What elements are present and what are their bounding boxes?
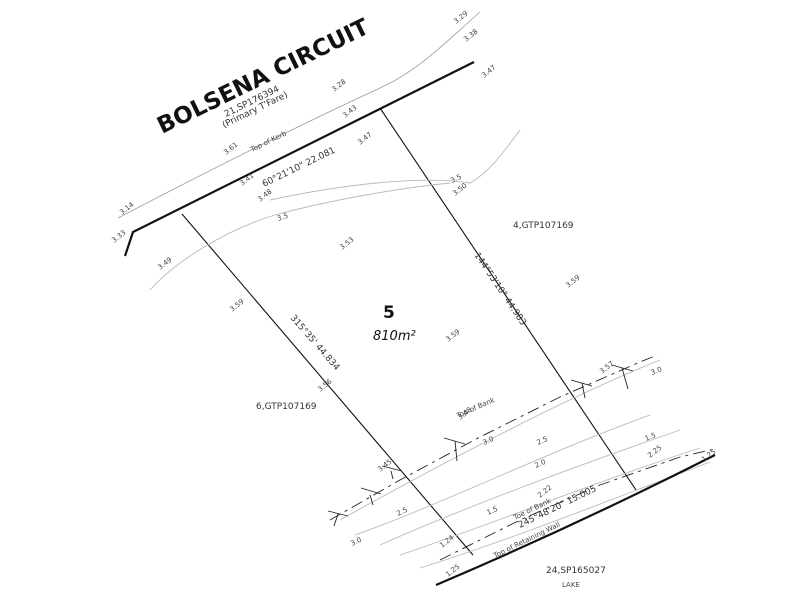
spot-level: 3.53 — [338, 236, 355, 252]
contour-label: 3.0 — [650, 365, 663, 377]
lot-area: 810m² — [373, 329, 416, 344]
adjoining-lot-south: 24,SP165027 — [546, 566, 606, 576]
bearing-east: 144°53'10" 44.983 — [472, 251, 528, 328]
spot-level: 1.25 — [700, 448, 717, 464]
retaining-wall-line — [435, 454, 716, 587]
spot-level: 3.47 — [480, 64, 497, 80]
bearing-west: 315°35' 44.834 — [288, 313, 342, 373]
contour-3-5-lower — [149, 182, 451, 291]
spot-level: 3.56 — [316, 377, 334, 393]
contour-label: 3.5 — [276, 212, 289, 223]
spot-level: 3.47 — [356, 131, 373, 147]
spot-level: 3.49 — [156, 256, 173, 272]
lake-label: LAKE — [562, 581, 580, 589]
lot-east-boundary — [379, 107, 637, 491]
contour-3-0-a — [339, 359, 661, 521]
contour-label: 2.5 — [536, 435, 549, 447]
street-name: BOLSENA CIRCUIT — [153, 14, 373, 139]
lot-number: 5 — [383, 303, 395, 323]
spot-level: 3.57 — [598, 360, 615, 376]
spot-level: 3.41 — [238, 172, 255, 188]
contour-label: 3.0 — [482, 435, 495, 447]
spot-level: 3.43 — [341, 104, 358, 120]
toe-of-bank-line — [439, 448, 716, 561]
contour-2-5 — [379, 429, 681, 546]
contour-label: 3.0 — [349, 536, 363, 548]
contour-2-0 — [399, 447, 701, 556]
spot-level: 3.38 — [462, 28, 479, 44]
top-of-bank-line — [329, 355, 656, 521]
spot-level: 3.61 — [222, 141, 239, 157]
spot-level: 3.59 — [228, 298, 245, 314]
spot-level: 3.28 — [330, 78, 347, 94]
spot-level: 3.14 — [118, 200, 136, 216]
spot-level: 2.22 — [536, 484, 553, 500]
spot-level: 2.25 — [646, 444, 663, 460]
bank-tick-marks — [327, 364, 634, 527]
contour-3-5-upper — [269, 129, 521, 201]
road-edge-line — [117, 11, 481, 219]
spot-level: 3.59 — [444, 328, 461, 344]
front-boundary-line — [123, 61, 475, 257]
spot-level: 3.33 — [110, 229, 127, 245]
bearing-front: 60°21'10" 22.081 — [261, 146, 337, 190]
contour-1-5 — [419, 461, 711, 569]
adjoining-lot-east: 4,GTP107169 — [513, 221, 574, 231]
spot-level: 1.24 — [438, 533, 456, 549]
adjoining-lot-west: 6,GTP107169 — [256, 402, 317, 412]
lot-west-boundary — [181, 213, 474, 556]
spot-level: 3.48 — [256, 188, 273, 204]
contour-label: 1.5 — [644, 431, 657, 443]
top-of-kerb-label: Top of Kerb — [248, 129, 288, 154]
contour-label: 2.0 — [534, 458, 547, 470]
contour-label: 2.5 — [395, 506, 409, 518]
contour-label: 1.5 — [486, 505, 499, 517]
contour-3-0-b — [354, 414, 651, 536]
spot-level: 3.59 — [564, 274, 581, 290]
